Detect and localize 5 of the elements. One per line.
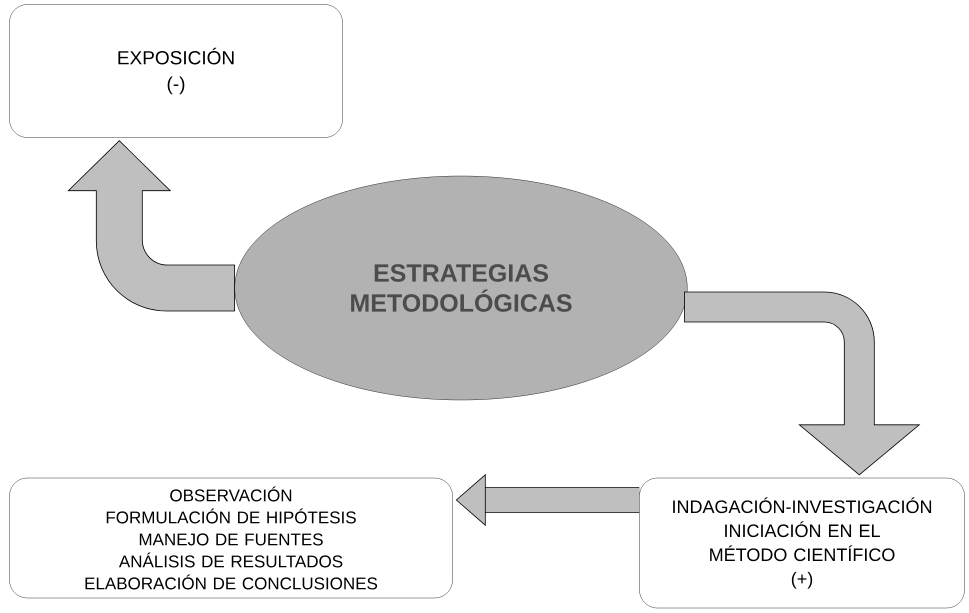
rounded-box: EXPOSICIÓN (-) [9,4,343,138]
block-arrow [68,140,235,312]
block-arrow [684,292,920,476]
rounded-box: INDAGACIÓN-INVESTIGACIÓN INICIACIÓN EN EL MÉTODO CIENTÍFICO (+) [639,478,965,608]
rounded-box: OBSERVACIÓN FORMULACIÓN DE HIPÓTESIS MANEJO DE FUENTES ANÁLISIS DE RESULTADOS ELABORACIÓN DE CONCLUSIONES [9,478,453,598]
